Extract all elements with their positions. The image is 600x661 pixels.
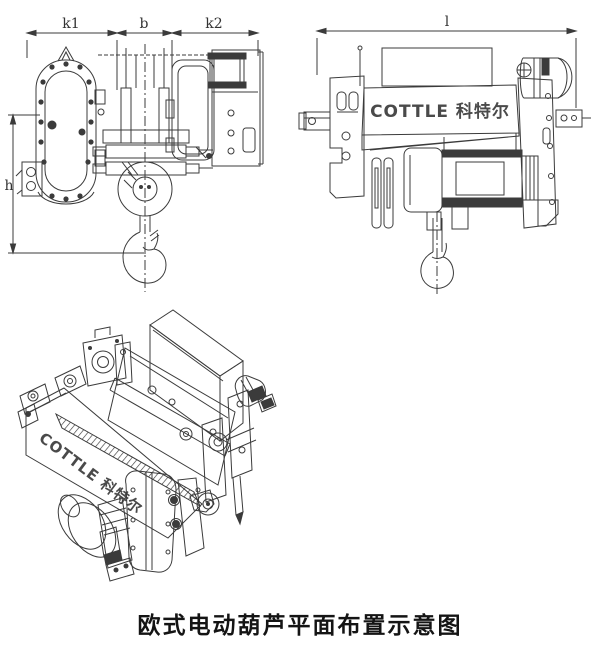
- dim-k1-label: k1: [62, 16, 79, 32]
- dimension-top: k1 b k2: [25, 16, 260, 90]
- suspension-bar: [109, 377, 231, 457]
- control-box: [165, 49, 264, 167]
- dim-h-label: h: [4, 178, 13, 194]
- dim-b-label: b: [140, 16, 149, 32]
- front-view: k1 b k2 h: [4, 16, 264, 292]
- lifting-lug: [57, 45, 75, 62]
- right-end-assembly: [516, 57, 591, 229]
- top-bracket: [82, 326, 133, 387]
- terminal-frame: [207, 52, 247, 89]
- end-cover: [517, 77, 557, 229]
- brand-plate: COTTLE 科特尔: [25, 387, 203, 539]
- dim-k2-label: k2: [205, 16, 222, 32]
- dimension-h: h: [4, 113, 146, 255]
- iso-view: COTTLE 科特尔: [17, 309, 277, 582]
- plate-bolts: [38, 61, 94, 202]
- lower-left-bracket: [15, 161, 43, 197]
- lift-motor: [57, 494, 135, 582]
- right-hanger: [201, 389, 257, 526]
- hoist-body: COTTLE 科特尔: [357, 45, 520, 151]
- hook: [122, 231, 167, 284]
- side-view: l COTTLE 科特尔: [298, 14, 591, 294]
- dimension-l: l: [315, 14, 578, 108]
- frame-plate: [107, 347, 236, 486]
- hook-block: [117, 44, 173, 292]
- left-buffer: [17, 365, 87, 429]
- side-hook: [420, 212, 454, 294]
- dim-l-label: l: [445, 14, 450, 30]
- travel-motor: [234, 375, 277, 413]
- hoist-motor: [441, 149, 523, 208]
- lower-housing: [125, 470, 220, 573]
- hook-shank: [139, 216, 151, 232]
- figure-caption: 欧式电动葫芦平面布置示意图: [137, 613, 463, 639]
- brand-label-side: COTTLE 科特尔: [370, 101, 510, 122]
- trolley-side-plate: [15, 45, 106, 205]
- left-end-plate: [298, 75, 365, 199]
- cross-travel-assembly: [371, 133, 539, 231]
- suspension-crossbars: [92, 48, 213, 176]
